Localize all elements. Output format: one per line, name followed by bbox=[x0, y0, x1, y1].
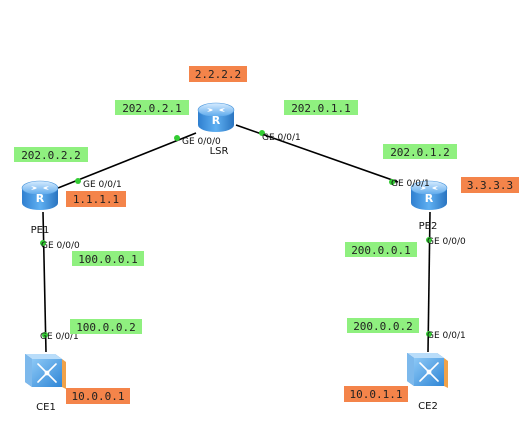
port-dot bbox=[389, 179, 395, 185]
loopback-pe1: 1.1.1.1 bbox=[73, 193, 119, 206]
router-icon bbox=[197, 102, 235, 133]
ip-tag: 100.0.0.2 bbox=[70, 319, 142, 334]
loopback-tag: 3.3.3.3 bbox=[461, 177, 519, 193]
loopback-ce1: 10.0.0.1 bbox=[72, 390, 125, 403]
loopback-lsr: 2.2.2.2 bbox=[195, 68, 241, 81]
ip-tag: 200.0.0.2 bbox=[347, 318, 419, 333]
pe2-router[interactable]: PE2 bbox=[410, 180, 448, 232]
device-name-lsr: LSR bbox=[210, 146, 229, 157]
device-name-ce1: CE1 bbox=[36, 402, 56, 413]
ip-tag: 202.0.1.2 bbox=[383, 144, 457, 159]
ip-ce1-ge001: 100.0.0.2 bbox=[76, 321, 136, 334]
port-label-lsr-ge001: GE 0/0/1 bbox=[262, 133, 301, 143]
loopback-ce2: 10.0.1.1 bbox=[350, 388, 403, 401]
ce2-switch[interactable]: CE2 bbox=[406, 352, 449, 412]
port-dot bbox=[75, 178, 81, 184]
port-label-pe2-ge001: GE 0/0/1 bbox=[391, 179, 430, 189]
ip-ce2-ge001: 200.0.0.2 bbox=[353, 320, 413, 333]
port-dot bbox=[426, 237, 432, 243]
device-name-pe2: PE2 bbox=[419, 221, 438, 232]
port-label-pe2-ge000: GE 0/0/0 bbox=[427, 237, 466, 247]
ip-tag: 202.0.1.1 bbox=[284, 100, 358, 115]
switch-icon bbox=[24, 353, 67, 390]
ip-tag: 100.0.0.1 bbox=[72, 251, 144, 266]
ip-tag: 200.0.0.1 bbox=[345, 242, 417, 257]
ip-tag: 202.0.2.1 bbox=[115, 100, 189, 115]
ip-pe1-ge001: 202.0.2.2 bbox=[21, 149, 81, 162]
loopback-pe2: 3.3.3.3 bbox=[467, 179, 513, 192]
port-label-ce2-ge001: GE 0/0/1 bbox=[427, 331, 466, 341]
loopback-tag: 1.1.1.1 bbox=[66, 191, 126, 207]
port-label-pe1-ge000: GE 0/0/0 bbox=[41, 241, 80, 251]
switch-icon bbox=[406, 352, 449, 389]
link-pe1-lsr bbox=[57, 132, 197, 189]
ip-pe2-ge000: 200.0.0.1 bbox=[351, 244, 411, 257]
device-name-pe1: PE1 bbox=[31, 225, 50, 236]
link-pe1-ce1 bbox=[42, 211, 47, 353]
port-dot bbox=[42, 332, 48, 338]
port-dot bbox=[426, 331, 432, 337]
loopback-tag: 10.0.0.1 bbox=[66, 388, 130, 404]
port-label-pe1-ge001: GE 0/0/1 bbox=[83, 180, 122, 190]
ip-lsr-ge000: 202.0.2.1 bbox=[122, 102, 182, 115]
ip-lsr-ge001: 202.0.1.1 bbox=[291, 102, 351, 115]
port-label-lsr-ge000: GE 0/0/0 bbox=[182, 137, 221, 147]
loopback-tag: 10.0.1.1 bbox=[344, 386, 408, 402]
ip-pe1-ge000: 100.0.0.1 bbox=[78, 253, 138, 266]
port-dot bbox=[40, 240, 46, 246]
device-name-ce2: CE2 bbox=[418, 401, 438, 412]
lsr-router[interactable]: LSR bbox=[197, 102, 235, 157]
ip-tag: 202.0.2.2 bbox=[14, 147, 88, 162]
link-pe2-ce2 bbox=[427, 211, 431, 353]
port-dot bbox=[259, 130, 265, 136]
router-icon bbox=[21, 180, 59, 211]
loopback-tag: 2.2.2.2 bbox=[189, 66, 247, 82]
pe1-router[interactable]: PE1 bbox=[21, 180, 59, 236]
port-label-ce1-ge001: GE 0/0/1 bbox=[40, 332, 79, 342]
port-dot bbox=[174, 135, 180, 141]
ce1-switch[interactable]: CE1 bbox=[24, 353, 67, 413]
ip-pe2-ge001: 202.0.1.2 bbox=[390, 146, 450, 159]
